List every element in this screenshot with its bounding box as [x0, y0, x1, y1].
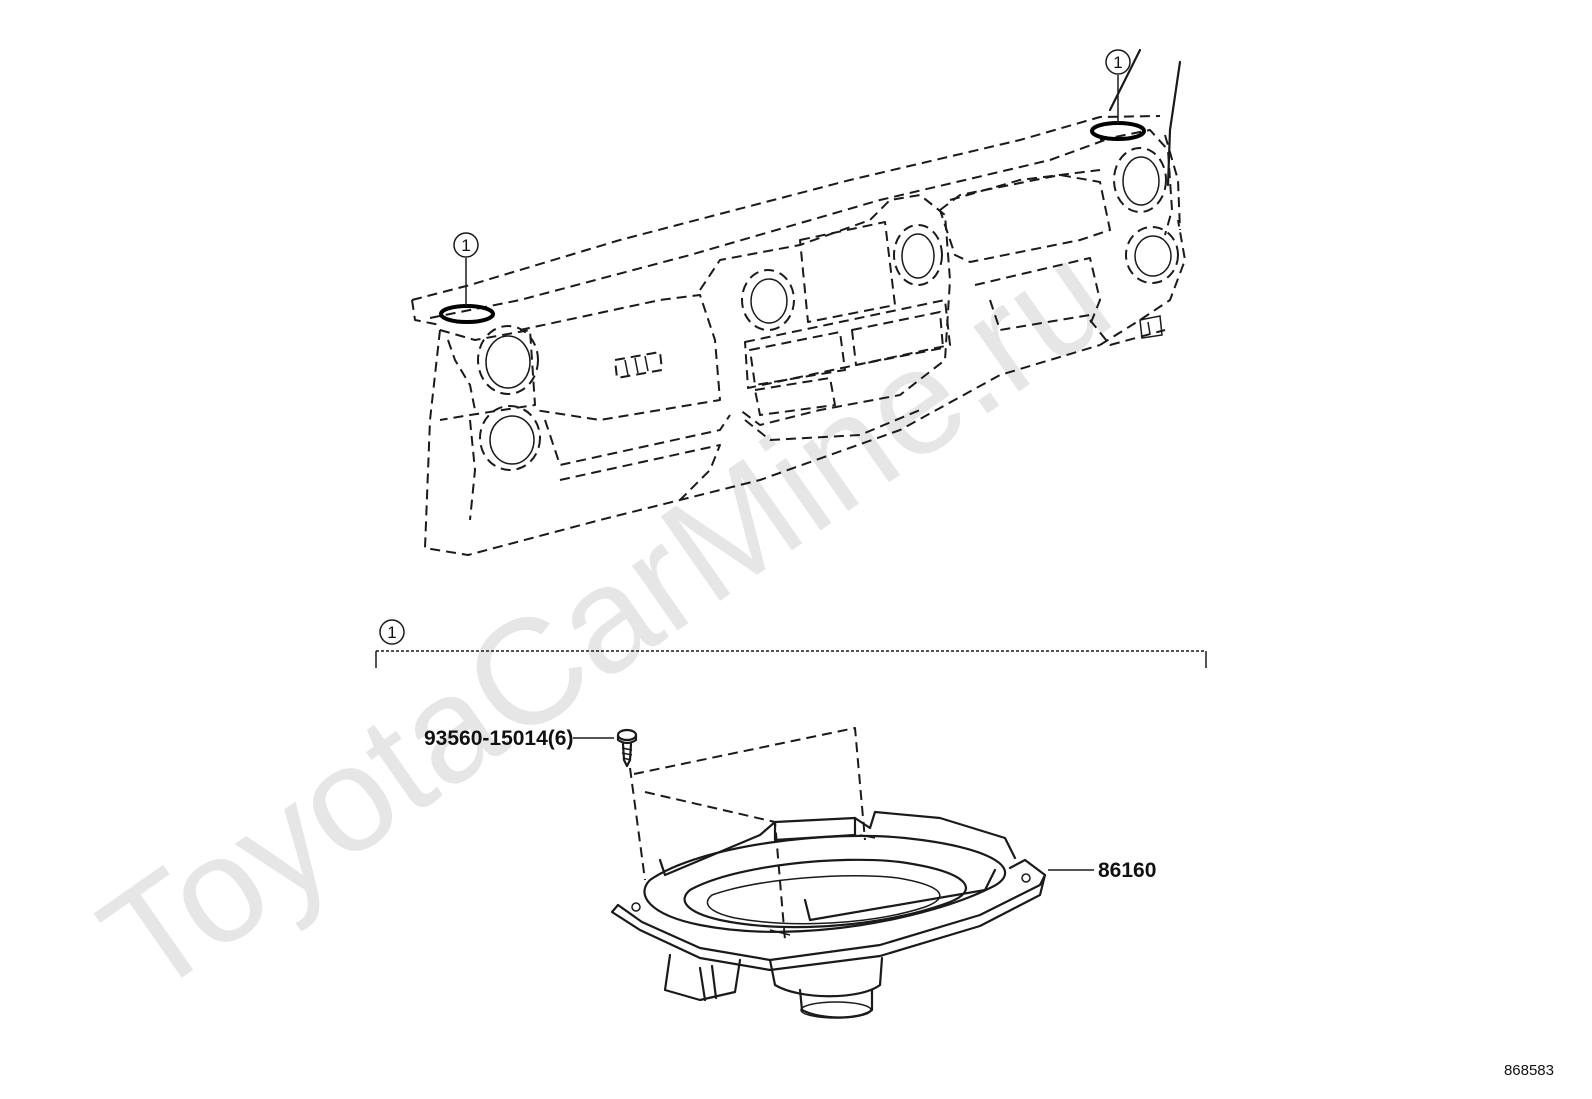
callout-marker-left: 1	[461, 236, 470, 255]
switch-detail	[1139, 315, 1163, 339]
speaker-location-left: 1	[439, 232, 495, 324]
screw-icon	[573, 728, 638, 768]
speaker-location-right: 1	[1090, 49, 1146, 141]
glovebox-handle	[614, 351, 663, 379]
instrument-panel-outline	[411, 48, 1186, 556]
watermark: ToyotaCarMine.ru	[72, 210, 1138, 1027]
air-vents	[477, 147, 1179, 471]
detail-bracket: 1	[375, 619, 1207, 668]
callout-marker-right: 1	[1113, 53, 1122, 72]
illustration-id: 868583	[1504, 1062, 1554, 1079]
part-number-screw[interactable]: 93560-15014(6)	[424, 727, 573, 750]
speaker-icon	[610, 810, 1094, 1019]
callout-marker-detail: 1	[387, 623, 396, 642]
part-number-speaker[interactable]: 86160	[1098, 859, 1156, 882]
assembly-guide-lines	[629, 727, 866, 941]
